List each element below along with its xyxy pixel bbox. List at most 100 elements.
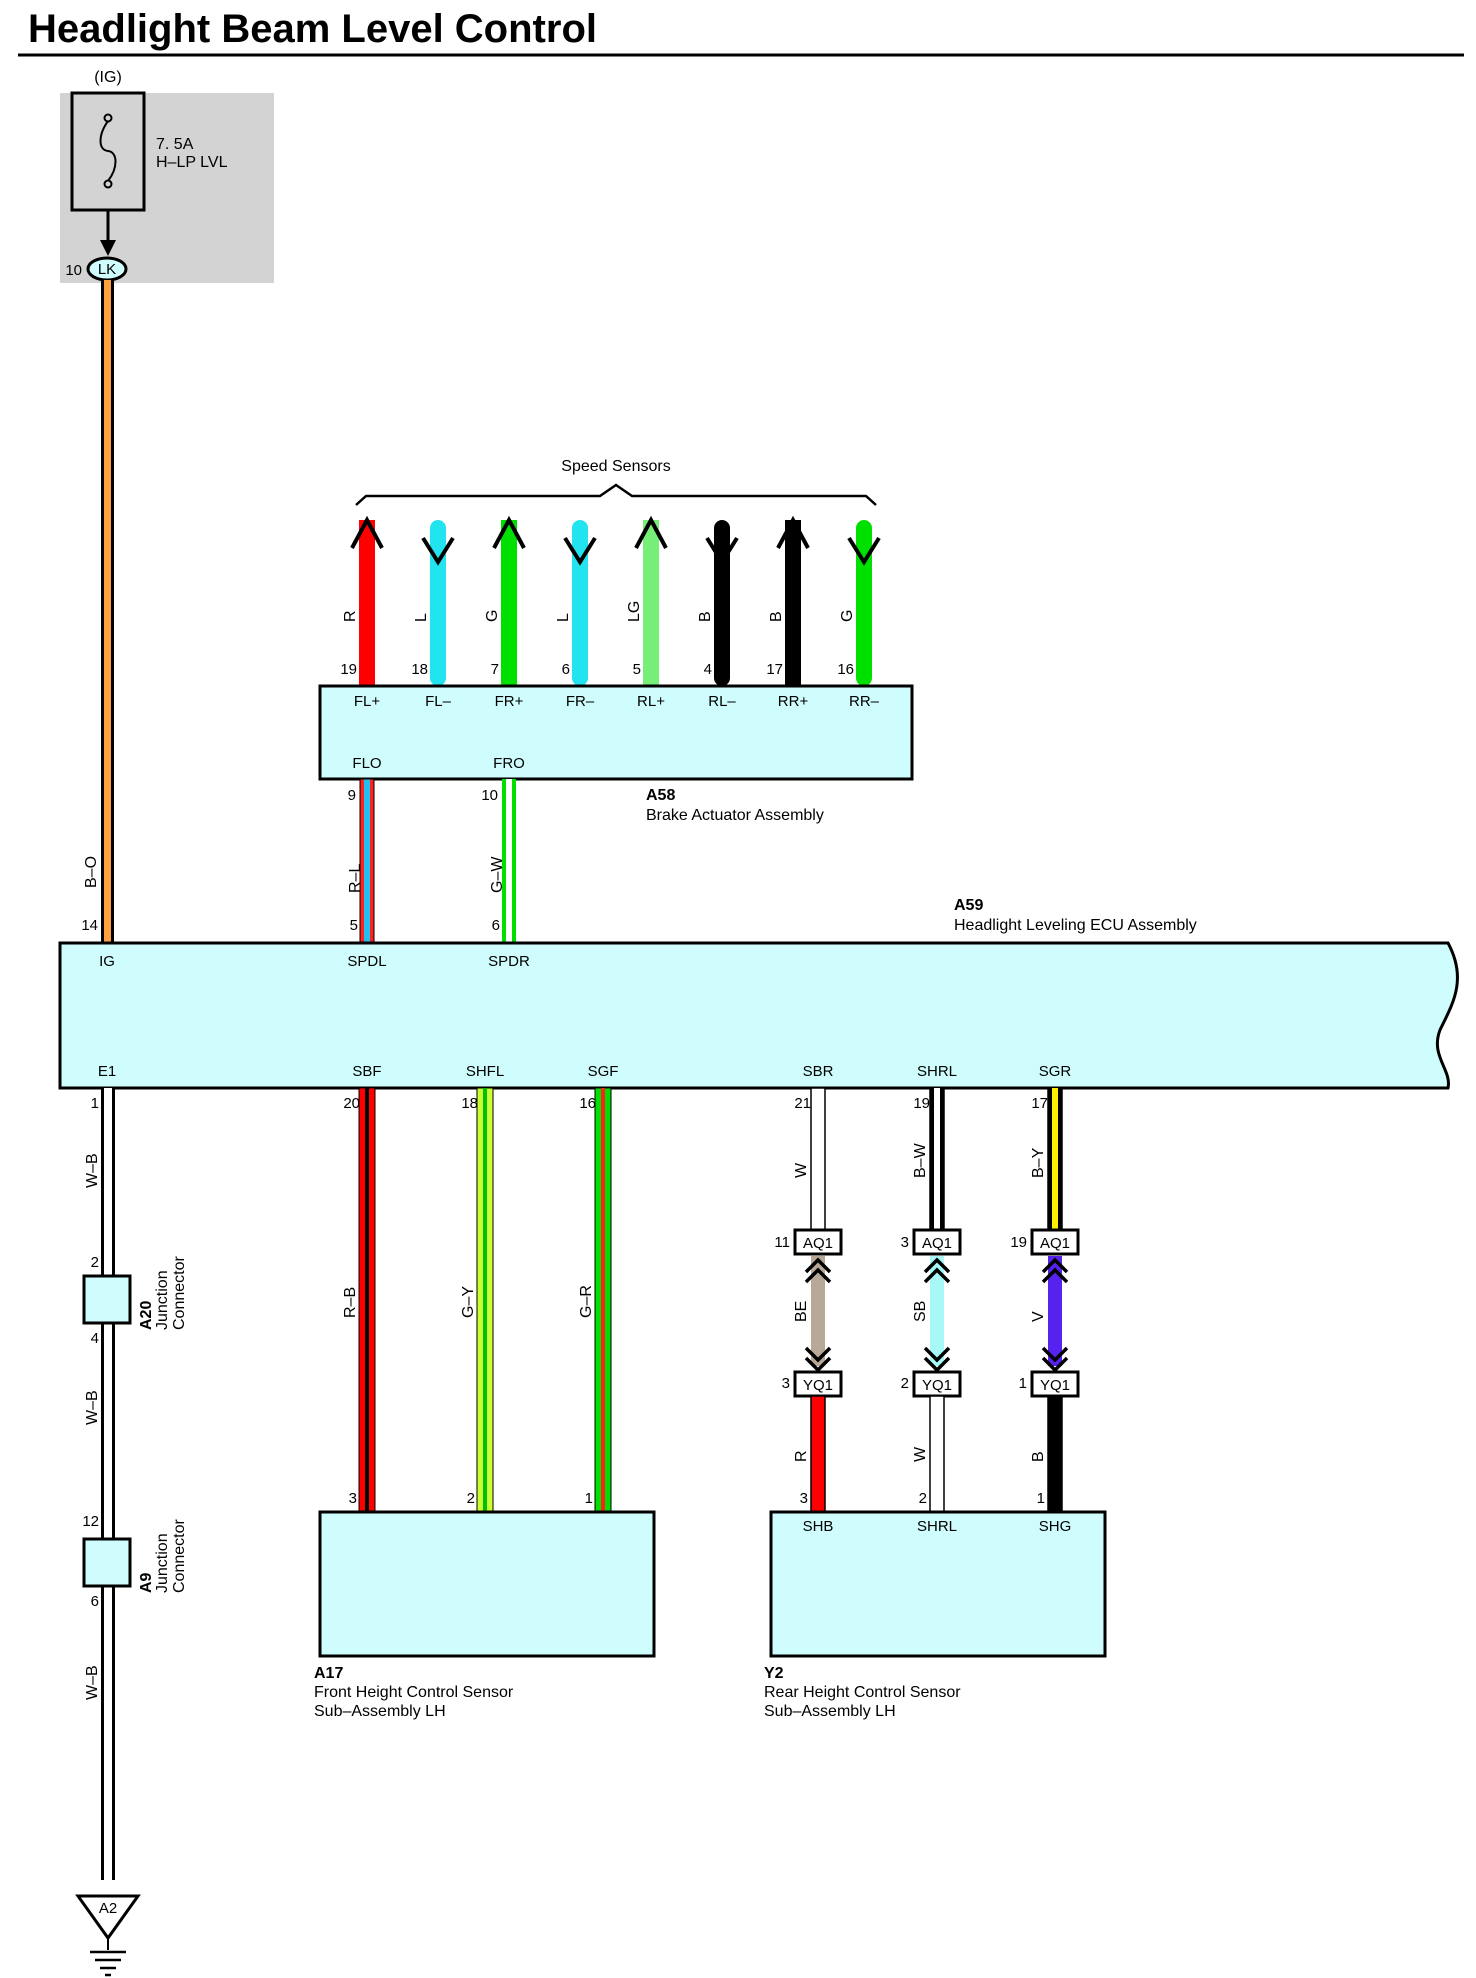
chevron-up-icon: [804, 1257, 832, 1274]
y2-code: Y2: [764, 1665, 784, 1682]
a20-pin-top: 2: [91, 1254, 99, 1271]
ecu-pin: 20: [343, 1095, 360, 1112]
speed-sensors-label: Speed Sensors: [561, 458, 670, 475]
a58-flo-pin: 9: [348, 787, 356, 804]
wire-label: R–B: [342, 1287, 359, 1318]
wire-mid-label: SB: [912, 1301, 929, 1322]
arrow-down-icon: [421, 536, 455, 566]
arrow-up-icon: [492, 515, 526, 549]
ecu-pin: 18: [461, 1095, 478, 1112]
a58-pin: 4: [704, 661, 712, 678]
a58-terminal: FR–: [566, 693, 595, 710]
a59-code: A59: [954, 897, 983, 914]
y2-line1: Rear Height Control Sensor: [764, 1684, 961, 1701]
speed-sensor-wire-7: G 16: [837, 520, 881, 686]
wire-stripe: [365, 1088, 369, 1512]
wire-mid: [811, 1256, 825, 1366]
a20-junction-connector: [82, 1274, 132, 1325]
wire-upper-label: W: [793, 1162, 810, 1178]
ecu-pin: 17: [1031, 1095, 1048, 1112]
a58-name: Brake Actuator Assembly: [646, 807, 824, 824]
a58-code: A58: [646, 787, 675, 804]
chevron-down-icon: [804, 1346, 832, 1363]
wire-label-b-o: B–O: [83, 856, 100, 888]
arrow-down-icon: [847, 536, 881, 566]
chevron-down-icon: [804, 1356, 832, 1373]
wire-stripe: [601, 1088, 605, 1512]
speed-sensor-wire-3: L6: [555, 520, 597, 686]
a59-name: Headlight Leveling ECU Assembly: [954, 917, 1197, 934]
chevron-up-icon: [1041, 1267, 1069, 1284]
wire-mid-label: V: [1030, 1311, 1047, 1322]
wire-upper: [810, 1087, 826, 1231]
ecu-terminal: SBF: [352, 1063, 381, 1080]
a58-terminal: RR+: [778, 693, 809, 710]
wire-body: [643, 520, 659, 686]
arrow-down-icon: [563, 536, 597, 566]
a9-line2: Connector: [171, 1519, 188, 1593]
junction-code: LK: [98, 261, 116, 278]
chevron-down-icon: [1041, 1346, 1069, 1363]
wire-body: [359, 520, 375, 686]
a9-pin-bottom: 6: [91, 1593, 99, 1610]
a20-line1: Junction: [154, 1270, 171, 1330]
wire-color-code: LG: [626, 601, 643, 622]
chevron-up-icon: [923, 1267, 951, 1284]
a58-terminal: FL+: [354, 693, 381, 710]
a9-line1: Junction: [154, 1533, 171, 1593]
a58-pin: 16: [837, 661, 854, 678]
fuse-panel: [60, 93, 274, 283]
a9-pin-top: 12: [82, 1513, 99, 1530]
front-sensor-wires: R–B3SHBG–Y2SHFLG–R1SHG: [342, 1087, 619, 1535]
y2-terminal: SHB: [803, 1518, 834, 1535]
wire-color-code: G: [839, 610, 856, 622]
wire-lower: [929, 1395, 945, 1513]
speed-sensors-brace: [355, 483, 877, 506]
wire-color-code: B: [697, 611, 714, 622]
a9-junction-connector: [82, 1537, 132, 1588]
yq-pin: 3: [782, 1375, 790, 1392]
speed-sensor-wire-4: LG5: [626, 515, 668, 686]
arrow-down-icon: [705, 536, 739, 566]
speed-sensor-wire-5: B4: [697, 520, 739, 686]
wire-upper-stripe: [1052, 1088, 1058, 1230]
chevron-up-icon: [804, 1267, 832, 1284]
wire-label-w-b-3: W–B: [84, 1665, 101, 1700]
wire-g-w: [502, 779, 516, 943]
wire-lower-label: R: [793, 1450, 810, 1462]
chevron-up-icon: [1041, 1257, 1069, 1274]
a17-code: A17: [314, 1665, 343, 1682]
a17-front-height-sensor-box: [318, 1510, 656, 1658]
yq1-connector: [912, 1370, 962, 1398]
aq1-connector: [793, 1228, 843, 1256]
wire-body: [714, 520, 730, 686]
wire-body: [856, 520, 872, 686]
ig-label: (IG): [94, 69, 122, 86]
yq1-connector: [793, 1370, 843, 1398]
wire-body: [572, 520, 588, 686]
page-title: Headlight Beam Level Control: [28, 7, 597, 51]
wire-label-w-b-1: W–B: [84, 1153, 101, 1188]
junction-pin: 10: [65, 262, 82, 279]
yq-code: YQ1: [922, 1377, 952, 1394]
a58-pin: 19: [340, 661, 357, 678]
yq-pin: 1: [1019, 1375, 1027, 1392]
aq-pin: 19: [1010, 1234, 1027, 1251]
wire-lower-label: B: [1030, 1451, 1047, 1462]
a17-pin: 1: [585, 1490, 593, 1507]
a58-terminal: RR–: [849, 693, 880, 710]
wire-lower: [810, 1395, 826, 1513]
ground-point-code: A2: [99, 1900, 117, 1917]
y2-terminal: SHRL: [917, 1518, 957, 1535]
aq-code: AQ1: [922, 1235, 952, 1252]
wire-mid: [1048, 1256, 1062, 1366]
ecu-spdr-pin: 6: [492, 917, 500, 934]
a58-terminal: RL+: [637, 693, 665, 710]
aq-code: AQ1: [1040, 1235, 1070, 1252]
a58-terminals: FL+FL–FR+FR–RL+RL–RR+RR–: [354, 693, 880, 710]
ecu-e1-terminal: E1: [98, 1063, 116, 1080]
